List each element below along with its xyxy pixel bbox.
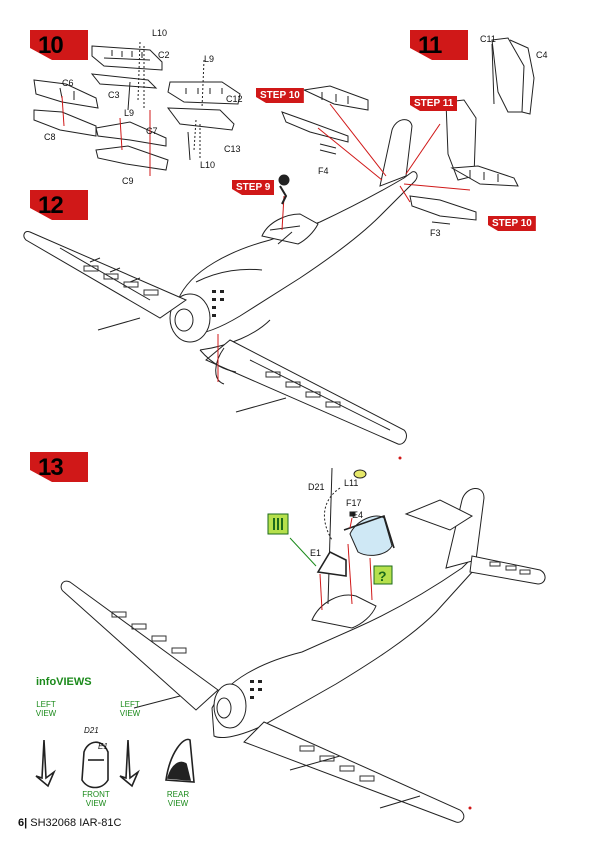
infoviews-title: infoVIEWS [36,676,92,688]
step-ref-tag: STEP 11 [410,96,458,111]
step-ref-tag: STEP 10 [256,88,304,103]
product-code: SH32068 [30,817,77,829]
step-13-flag: 13 [30,452,88,482]
part-label: C13 [224,144,241,154]
part-label: C7 [146,126,158,136]
part-label: C12 [226,94,243,104]
front-view-label: FRONT VIEW [82,790,110,808]
flag-shape [410,30,468,60]
part-label: D21 [308,482,325,492]
step13-arrows [319,517,373,611]
page-footer: 6| SH32068 IAR-81C [18,817,121,829]
infoviews-sketches [35,738,195,789]
part-label: E1 [310,548,322,558]
flag-shape [30,452,88,482]
step11-parts [491,37,535,115]
part-label: F17 [346,498,362,508]
flag-shape [30,190,88,220]
part-label: L9 [124,108,135,118]
footer-separator: | [24,817,28,829]
step-10-flag: 10 [30,30,88,60]
part-label: C3 [108,90,120,100]
part-label: C2 [158,50,170,60]
step-12-flag: 12 [30,190,88,220]
part-label: L10 [152,28,168,38]
model-name: IAR-81C [79,817,122,829]
part-label: E4 [352,510,364,520]
step-number: 13 [38,454,64,481]
aircraft-step13 [60,488,546,823]
step-ref-tag: STEP 9 [232,180,275,195]
part-label: L9 [204,54,215,64]
step-ref-tag: STEP 10 [488,216,536,231]
step12-tail-parts [281,85,519,225]
part-label: F4 [318,166,329,176]
paint-markers: ? [267,513,393,585]
part-label: F3 [430,228,441,238]
flag-shape [30,30,88,60]
pilot-figure [278,174,290,205]
part-label: C11 [480,34,496,44]
step13-parts [289,467,395,605]
info-part-label: E1 [98,742,108,751]
part-label: L10 [200,160,216,170]
left-view-label: LEFT VIEW [35,700,57,718]
part-label: C9 [122,176,134,186]
info-part-label: D21 [84,726,99,735]
step-number: 11 [418,32,442,59]
page-number: 6 [18,817,25,829]
part-label: C8 [44,132,56,142]
step-number: 12 [38,192,64,219]
part-label: L11 [344,478,359,488]
part-label: C4 [536,50,548,60]
left-view-label: LEFT VIEW [119,700,141,718]
step-number: 10 [38,32,64,59]
aircraft-step12 [23,119,418,460]
step10-arrows [61,95,151,176]
step-11-flag: 11 [410,30,468,60]
svg-text:?: ? [378,568,387,584]
rear-view-label: REAR VIEW [166,790,190,808]
part-label: C6 [62,78,74,88]
